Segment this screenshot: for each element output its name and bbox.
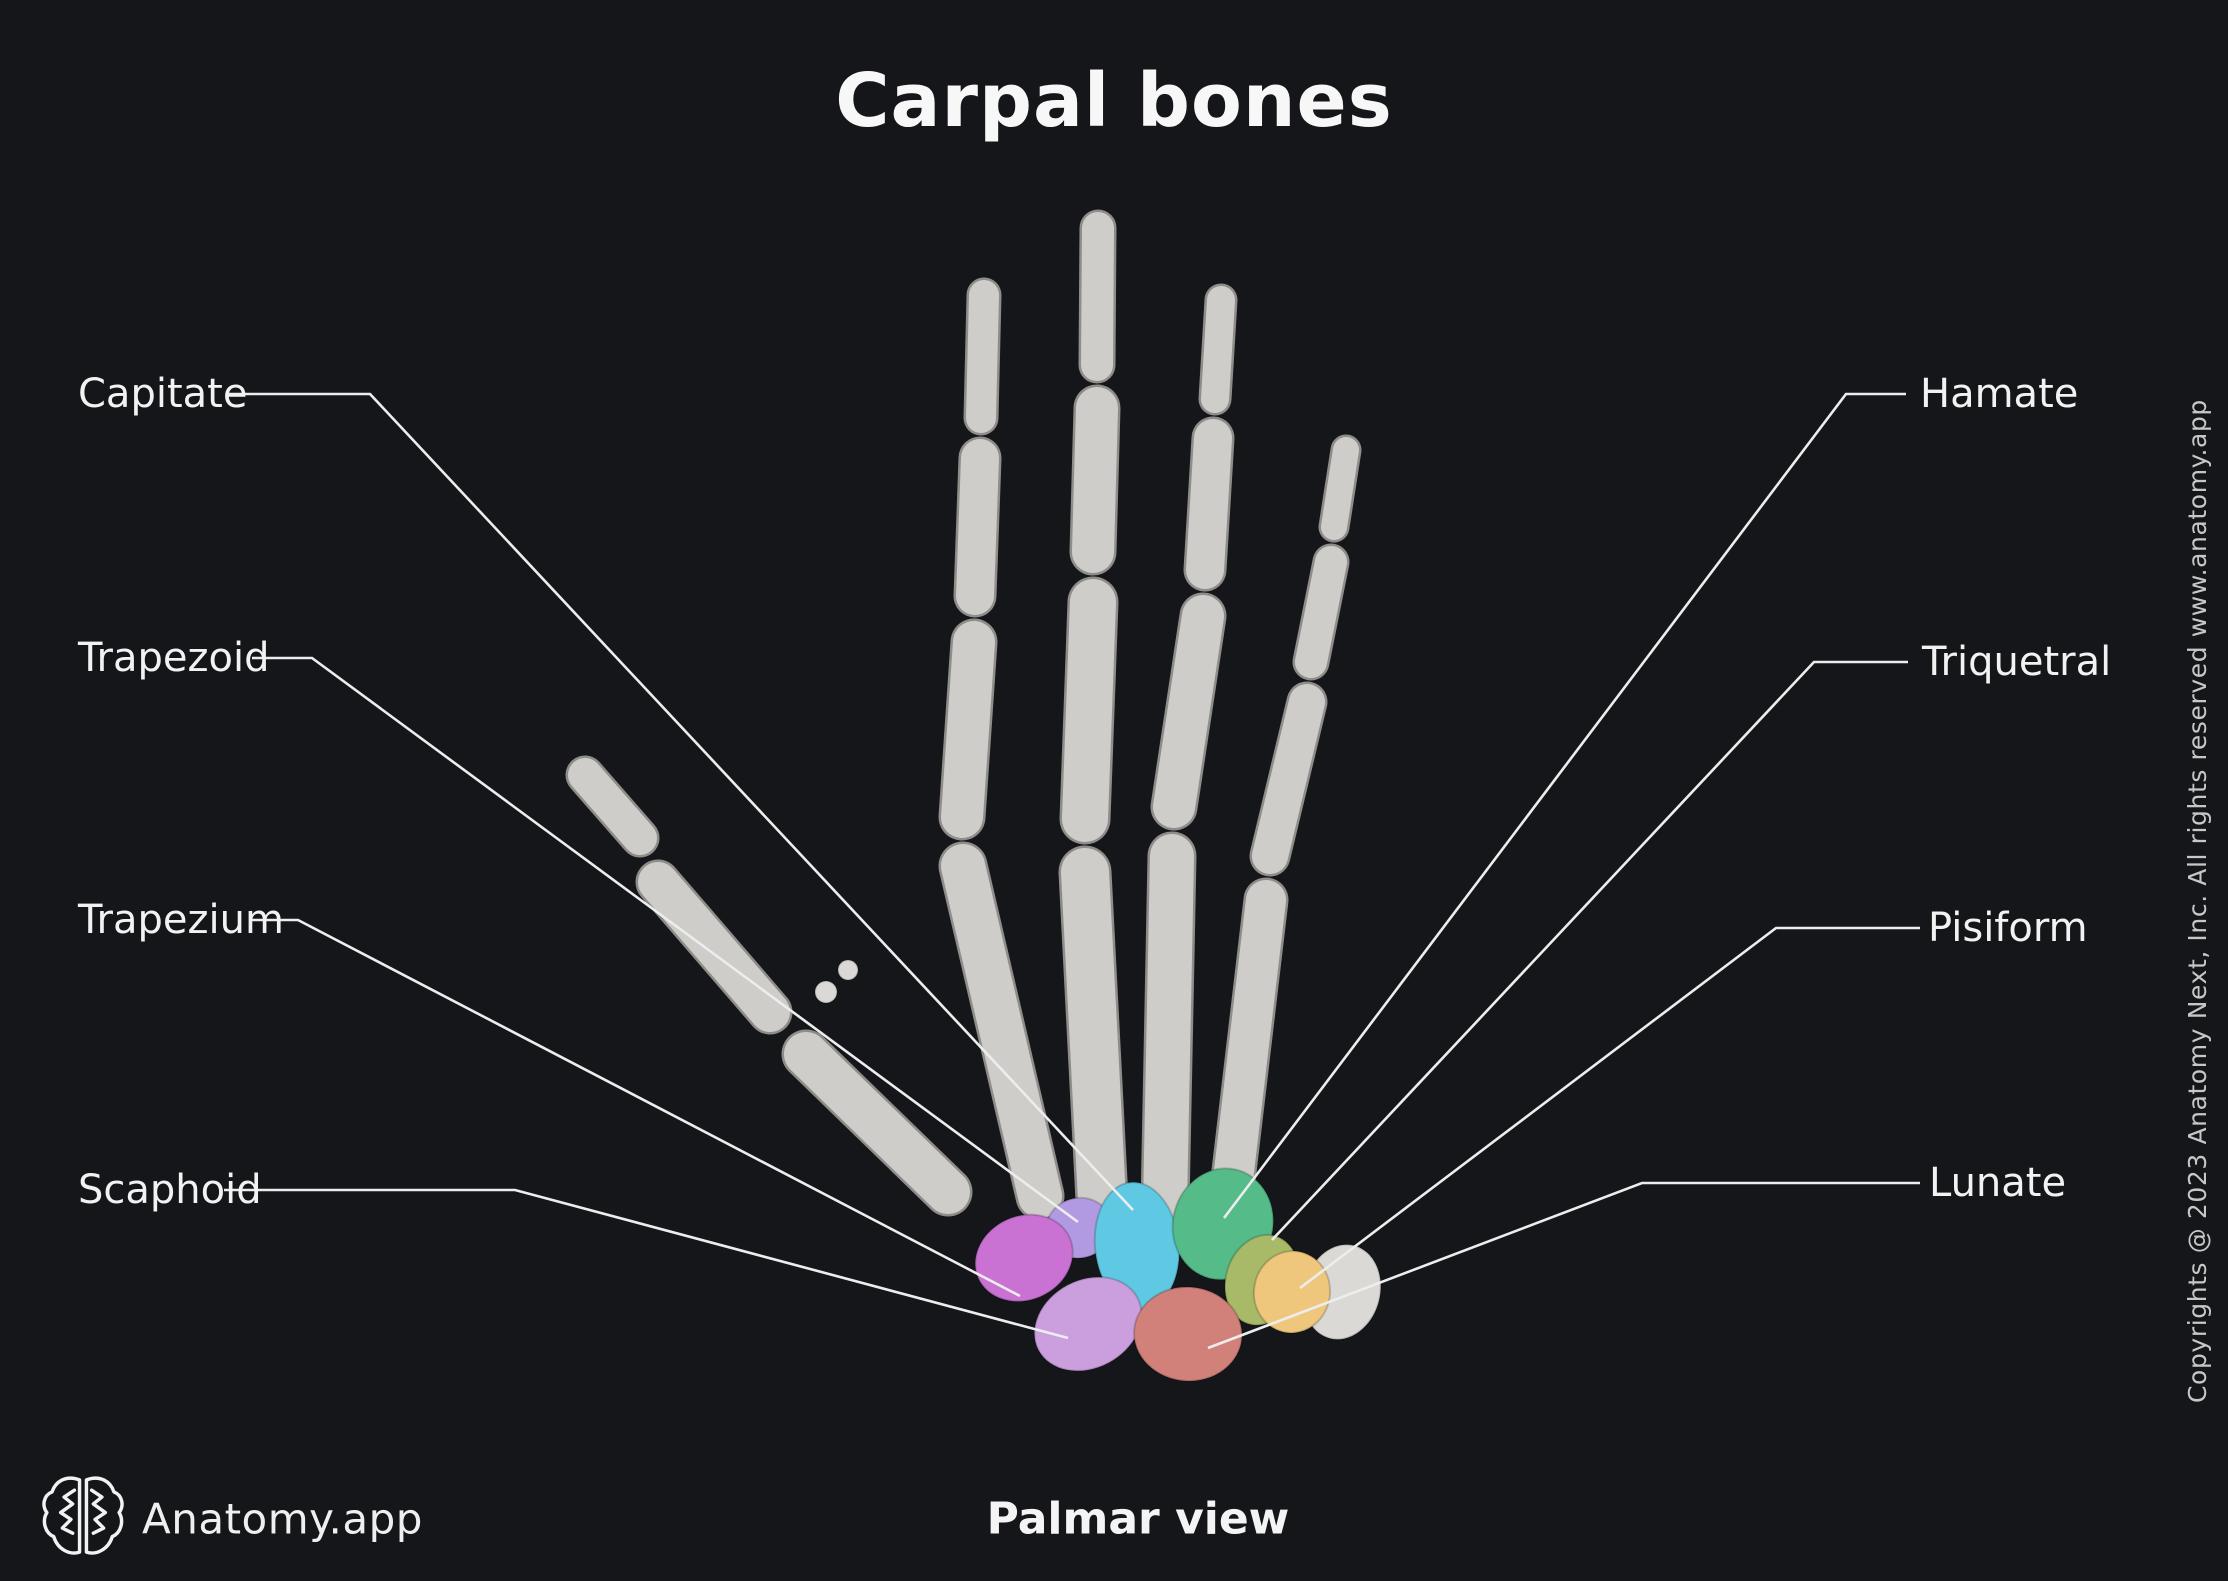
brain-right-hemisphere [84,1476,124,1555]
leader-lines [224,392,1920,1350]
index-middle-phalanx-bone [956,439,999,615]
hand-skeleton [565,209,1382,1341]
pisiform-leader-line [1299,926,1920,1290]
little-distal-phalanx-bone [1321,437,1359,540]
middle-proximal-phalanx-bone [1062,579,1116,842]
bone-fill-layer [568,212,1359,1242]
middle-middle-phalanx-bone [1072,387,1118,573]
ring-proximal-phalanx-bone [1153,595,1224,828]
brain-right-folds [89,1488,108,1535]
thumb-metacarpal-bone [784,1032,970,1214]
thumb-proximal-phalanx-bone [638,862,790,1032]
thumb-sesamoid-bone [814,980,838,1004]
scaphoid-bone [1033,1276,1143,1372]
label-triquetral: Triquetral [1922,639,2112,685]
scaphoid-leader-line [224,1188,1069,1340]
middle-metacarpal-bone [1061,848,1126,1224]
lunate-bone [1133,1285,1243,1383]
label-trapezium: Trapezium [78,897,284,943]
lunate-leader-line [1207,1181,1920,1350]
carpal-bones-group [974,1167,1332,1383]
trapezium-bone [974,1213,1074,1303]
triquetral-leader-line [1271,660,1908,1241]
thumb-sesamoid-bone [837,959,859,981]
copyright-vertical-text: Copyrights @ 2023 Anatomy Next, Inc. All… [2183,399,2212,1403]
page-title: Carpal bones [835,58,1393,144]
brain-logo-icon [42,1476,124,1555]
index-metacarpal-bone [941,844,1062,1218]
ring-middle-phalanx-bone [1186,419,1232,589]
ring-metacarpal-bone [1143,834,1194,1228]
little-metacarpal-bone [1208,880,1286,1242]
trapezoid-leader-line [252,656,1079,1224]
view-label: Palmar view [986,1493,1290,1545]
brain-left-hemisphere [42,1476,82,1555]
little-middle-phalanx-bone [1295,546,1347,678]
index-distal-phalanx-bone [966,280,999,433]
hamate-leader-line [1222,392,1906,1219]
label-pisiform: Pisiform [1928,905,2088,951]
pisiform-bone [1252,1250,1332,1334]
index-proximal-phalanx-bone [941,621,995,838]
brand-name: Anatomy.app [142,1494,423,1544]
middle-distal-phalanx-bone [1081,212,1114,381]
capitate-leader-line [228,392,1134,1211]
label-capitate: Capitate [78,371,248,417]
trapezium-leader-line [250,918,1021,1298]
label-hamate: Hamate [1920,371,2079,417]
brain-left-folds [58,1488,77,1535]
label-trapezoid: Trapezoid [78,635,270,681]
label-scaphoid: Scaphoid [78,1167,262,1213]
label-lunate: Lunate [1929,1160,2067,1206]
ring-distal-phalanx-bone [1201,286,1235,413]
thumb-distal-phalanx-bone [568,758,657,855]
little-proximal-phalanx-bone [1252,684,1325,874]
